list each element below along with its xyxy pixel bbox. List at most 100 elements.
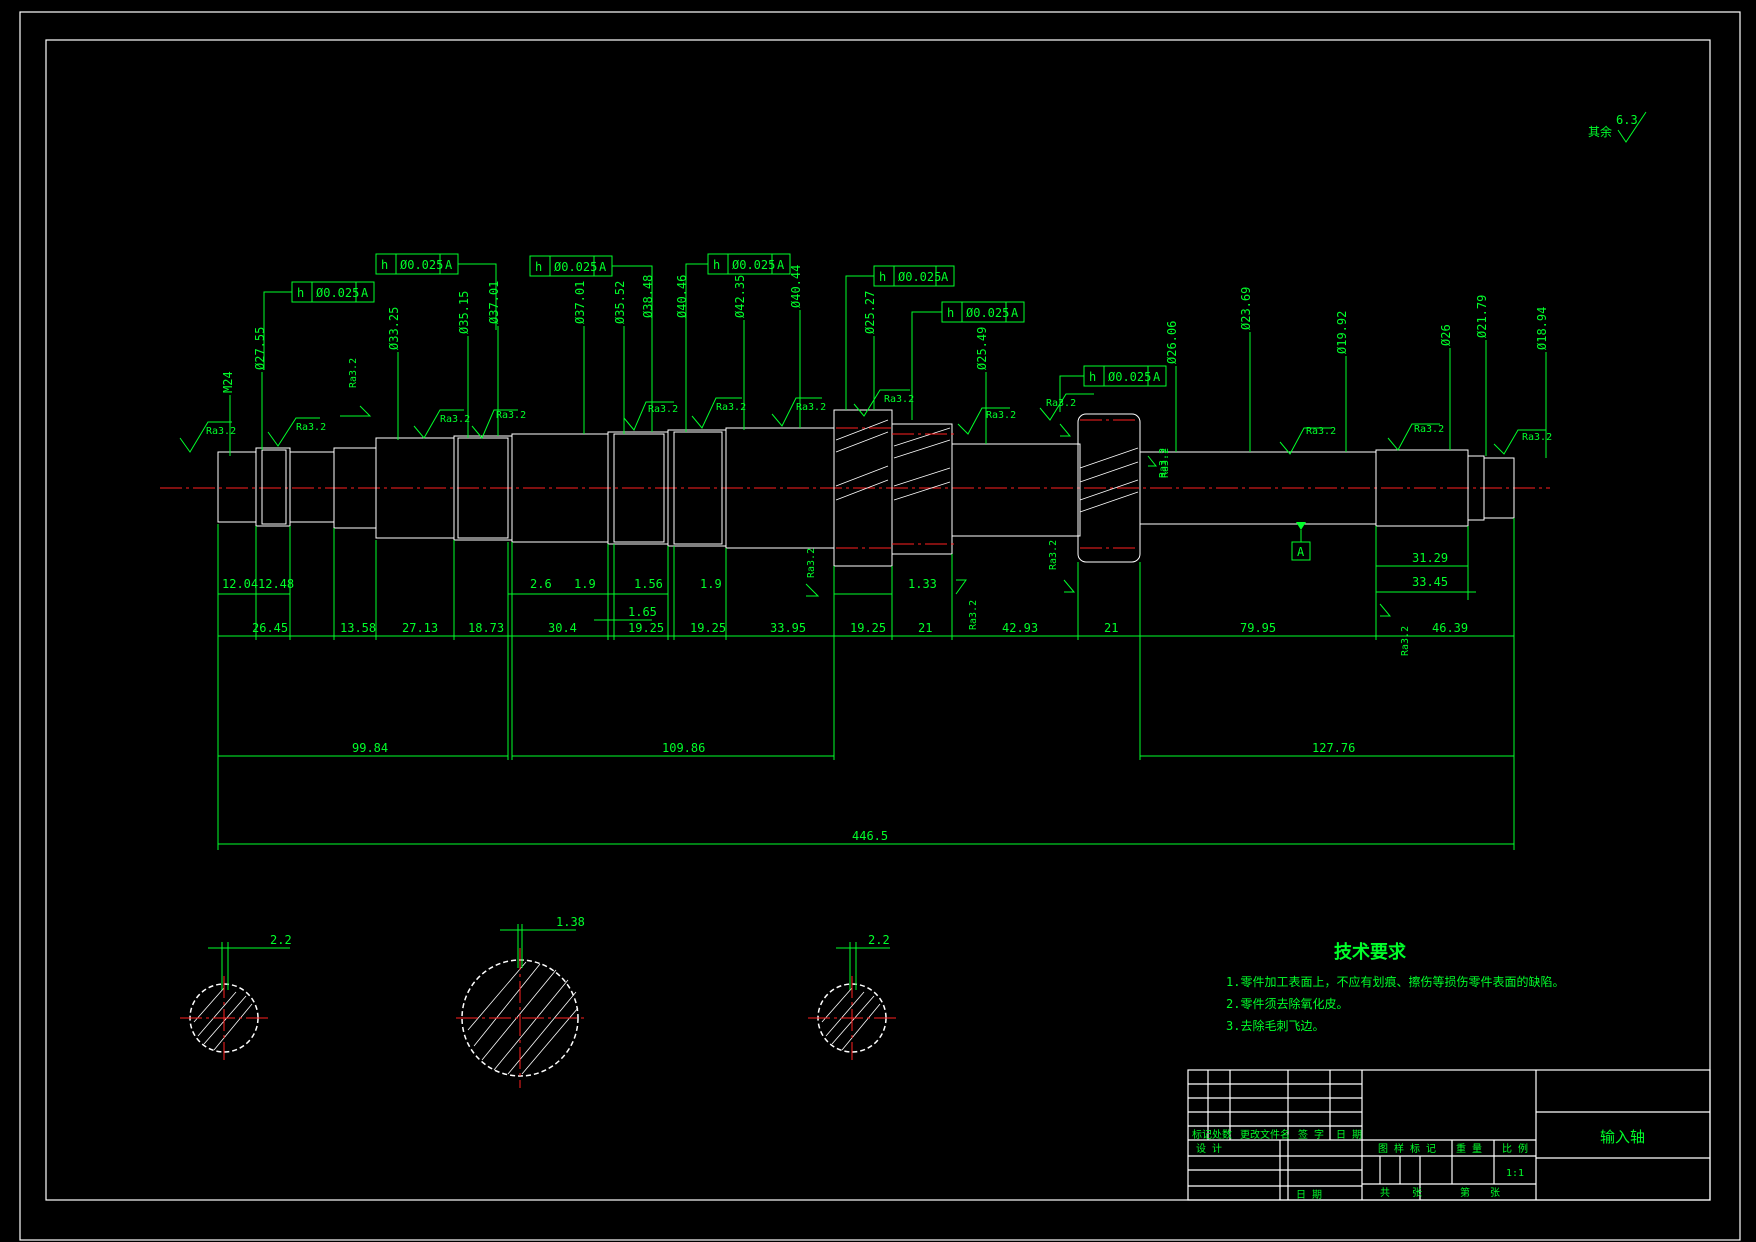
svg-text:Ra3.2: Ra3.2 bbox=[968, 600, 979, 630]
tolerance-frame: h Ø0.025 A bbox=[1059, 365, 1167, 412]
roughness-mark: Ra3.2 bbox=[1379, 603, 1411, 656]
dim-label: 31.29 bbox=[1412, 551, 1448, 565]
dim-label: 21 bbox=[1104, 621, 1118, 635]
svg-text:h: h bbox=[381, 258, 388, 272]
dim-label: 99.84 bbox=[352, 741, 388, 755]
roughness-mark: Ra3.2 bbox=[957, 407, 1016, 435]
svg-text:h: h bbox=[297, 286, 304, 300]
dia-label: Ø38.48 bbox=[641, 275, 655, 318]
roughness-mark: Ra3.2 bbox=[771, 397, 826, 427]
dia-label: Ø21.79 bbox=[1475, 295, 1489, 338]
svg-text:A: A bbox=[1011, 306, 1019, 320]
dim-label: 1.9 bbox=[574, 577, 596, 591]
dia-label: Ø35.52 bbox=[613, 281, 627, 324]
tolerance-frame: h Ø0.025 A bbox=[263, 281, 375, 370]
svg-text:图 样 标 记: 图 样 标 记 bbox=[1378, 1142, 1436, 1155]
roughness-mark: Ra3.2 bbox=[805, 548, 820, 597]
svg-text:2.2: 2.2 bbox=[868, 933, 890, 947]
dim-label: 1.9 bbox=[700, 577, 722, 591]
svg-text:Ra3.2: Ra3.2 bbox=[496, 410, 526, 421]
svg-text:Ra3.2: Ra3.2 bbox=[440, 414, 470, 425]
svg-text:比 例: 比 例 bbox=[1502, 1142, 1528, 1155]
dia-label: Ø26 bbox=[1439, 324, 1453, 346]
svg-text:张: 张 bbox=[1412, 1187, 1422, 1199]
dim-label: 19.25 bbox=[628, 621, 664, 635]
tolerance-frame: h Ø0.025 A bbox=[529, 255, 653, 330]
svg-text:Ra3.2: Ra3.2 bbox=[716, 402, 746, 413]
dia-label: Ø33.25 bbox=[387, 307, 401, 350]
dim-label: 12.04 bbox=[222, 577, 258, 591]
svg-text:张: 张 bbox=[1490, 1187, 1500, 1199]
tech-req-item: 3.去除毛刺飞边。 bbox=[1226, 1018, 1324, 1033]
svg-text:A: A bbox=[1297, 545, 1305, 559]
svg-text:日 期: 日 期 bbox=[1336, 1129, 1362, 1141]
svg-text:Ø0.025: Ø0.025 bbox=[400, 258, 443, 272]
dia-label: M24 bbox=[221, 371, 235, 393]
svg-text:Ra3.2: Ra3.2 bbox=[648, 404, 678, 415]
title-block: 标记 处数 更改文件名 签 字 日 期 设 计 日 期 图 样 标 记 重 量 … bbox=[1187, 1069, 1711, 1201]
svg-text:日 期: 日 期 bbox=[1296, 1189, 1322, 1201]
roughness-mark: Ra3.2 bbox=[853, 389, 914, 417]
svg-text:A: A bbox=[1153, 370, 1161, 384]
dim-label: 127.76 bbox=[1312, 741, 1355, 755]
tolerance-frame: h Ø0.025 A bbox=[685, 253, 791, 330]
dia-label: Ø18.94 bbox=[1535, 307, 1549, 350]
svg-text:Ra3.2: Ra3.2 bbox=[1306, 426, 1336, 437]
dia-label: Ø37.01 bbox=[573, 281, 587, 324]
svg-text:第: 第 bbox=[1460, 1186, 1470, 1199]
dia-label: Ø42.35 bbox=[733, 275, 747, 318]
svg-text:签 字: 签 字 bbox=[1298, 1128, 1324, 1141]
roughness-mark: Ra3.2 bbox=[955, 579, 979, 630]
svg-text:2.2: 2.2 bbox=[270, 933, 292, 947]
dia-label: Ø19.92 bbox=[1335, 311, 1349, 354]
svg-text:Ø0.025: Ø0.025 bbox=[1108, 370, 1151, 384]
roughness-mark: Ra3.2 bbox=[179, 421, 236, 453]
dia-label: Ø27.55 bbox=[253, 327, 267, 370]
roughness-mark: Ra3.2 bbox=[1039, 393, 1094, 421]
svg-text:A: A bbox=[445, 258, 453, 272]
dia-label: Ø25.27 bbox=[863, 291, 877, 334]
roughness-mark: Ra3.2 bbox=[1048, 540, 1076, 593]
dim-label: 46.39 bbox=[1432, 621, 1468, 635]
svg-text:h: h bbox=[713, 258, 720, 272]
dim-label: 26.45 bbox=[252, 621, 288, 635]
roughness-mark: Ra3.2 bbox=[1147, 448, 1171, 478]
svg-text:Ra3.2: Ra3.2 bbox=[884, 394, 914, 405]
part-name: 输入轴 bbox=[1600, 1128, 1645, 1146]
svg-text:重 量: 重 量 bbox=[1456, 1142, 1482, 1155]
outer-border bbox=[19, 11, 1741, 1241]
roughness-mark: Ra3.2 bbox=[267, 417, 326, 447]
tech-requirements: 技术要求 1.零件加工表面上，不应有划痕、擦伤等损伤零件表面的缺陷。 2.零件须… bbox=[1226, 941, 1564, 1033]
dim-label: 33.95 bbox=[770, 621, 806, 635]
dim-label: 19.25 bbox=[690, 621, 726, 635]
svg-text:Ra3.2: Ra3.2 bbox=[296, 422, 326, 433]
svg-text:Ra3.2: Ra3.2 bbox=[206, 426, 236, 437]
roughness-other: 其余 6.3 bbox=[1588, 111, 1647, 143]
tech-req-title: 技术要求 bbox=[1334, 941, 1407, 963]
dim-label: 13.58 bbox=[340, 621, 376, 635]
svg-text:共: 共 bbox=[1380, 1187, 1390, 1199]
roughness-mark: Ra3.2 bbox=[1059, 423, 1169, 478]
section-left: 2.2 bbox=[180, 933, 292, 1060]
dim-label: 18.73 bbox=[468, 621, 504, 635]
svg-text:Ra3.2: Ra3.2 bbox=[1400, 626, 1411, 656]
dia-label: Ø40.44 bbox=[789, 265, 803, 308]
svg-text:Ra3.2: Ra3.2 bbox=[1522, 432, 1552, 443]
scale-value: 1:1 bbox=[1506, 1168, 1524, 1179]
svg-text:Ra3.2: Ra3.2 bbox=[1414, 424, 1444, 435]
svg-text:更改文件名: 更改文件名 bbox=[1240, 1128, 1290, 1141]
svg-text:h: h bbox=[879, 270, 886, 284]
dim-label: 2.6 bbox=[530, 577, 552, 591]
svg-text:Ø0.025: Ø0.025 bbox=[554, 260, 597, 274]
tolerance-frames: h Ø0.025 A h Ø0.025 A h Ø0.025 A h Ø0.02… bbox=[263, 253, 1167, 420]
dia-label: Ø25.49 bbox=[975, 327, 989, 370]
dim-label: 1.65 bbox=[628, 605, 657, 619]
dim-label: 33.45 bbox=[1412, 575, 1448, 589]
section-middle: 1.38 bbox=[456, 915, 585, 1088]
tolerance-frame: h Ø0.025 A bbox=[375, 253, 497, 330]
svg-text:A: A bbox=[599, 260, 607, 274]
roughness-mark: Ra3.2 bbox=[1493, 429, 1552, 455]
dim-label: 42.93 bbox=[1002, 621, 1038, 635]
roughness-mark: Ra3.2 bbox=[413, 409, 470, 439]
